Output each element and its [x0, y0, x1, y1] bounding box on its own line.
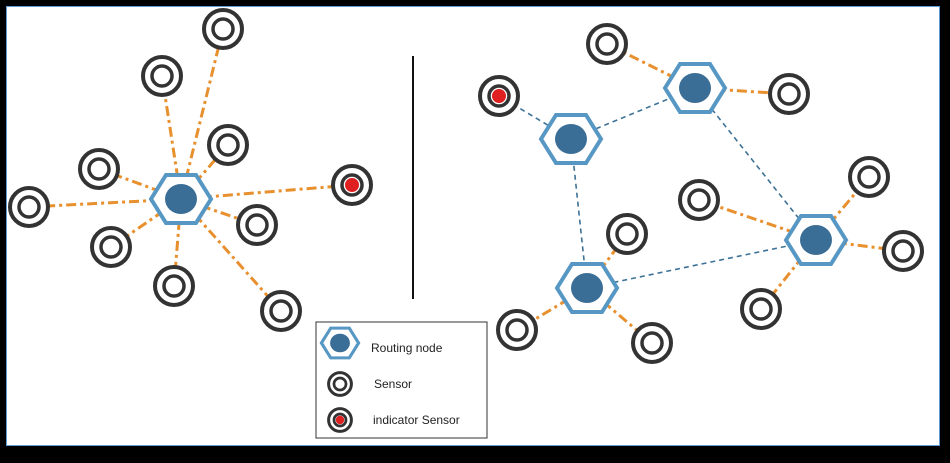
sensor-icon: [141, 55, 183, 97]
sensor-icon: [496, 309, 538, 351]
star-link: [179, 144, 230, 200]
legend-indicator-label: indicator Sensor: [373, 413, 460, 427]
routing-node-icon: [539, 113, 603, 165]
sensor-icon: [260, 290, 302, 332]
sensor-icon: [78, 148, 120, 190]
sensor-icon: [768, 73, 810, 115]
legend-sensor-label: Sensor: [374, 377, 412, 391]
routing-node-icon: [555, 262, 619, 314]
routing-node-icon: [784, 214, 848, 266]
indicator-sensor-icon: [478, 75, 520, 117]
mesh-link: [586, 239, 817, 289]
sensor-icon: [606, 213, 648, 255]
routing-node-icon: [149, 173, 213, 225]
sensor-icon: [153, 265, 195, 307]
mesh-backbone-links: [498, 87, 817, 289]
legend-routing-label: Routing node: [371, 341, 443, 355]
sensor-icon: [882, 230, 924, 272]
sensor-icon: [586, 23, 628, 65]
mesh-link: [570, 138, 588, 289]
sensor-icon: [207, 124, 249, 166]
sensor-icon: [202, 8, 244, 50]
sensor-icon: [678, 179, 720, 221]
sensor-icon: [848, 156, 890, 198]
sensor-icon: [740, 288, 782, 330]
indicator-sensor-icon: [331, 164, 373, 206]
sensor-icon: [631, 322, 673, 364]
indicator-sensor-icon: [327, 407, 353, 433]
sensor-icon: [236, 204, 278, 246]
routing-node-icon: [663, 62, 727, 114]
hexagon-icon: [319, 326, 361, 360]
star-link: [179, 28, 225, 200]
sensor-icon: [8, 186, 50, 228]
sensor-icon: [90, 226, 132, 268]
legend: Routing node Sensor indicator Sensor: [315, 321, 488, 439]
star-links: [28, 28, 353, 312]
sensor-icon: [327, 371, 353, 397]
